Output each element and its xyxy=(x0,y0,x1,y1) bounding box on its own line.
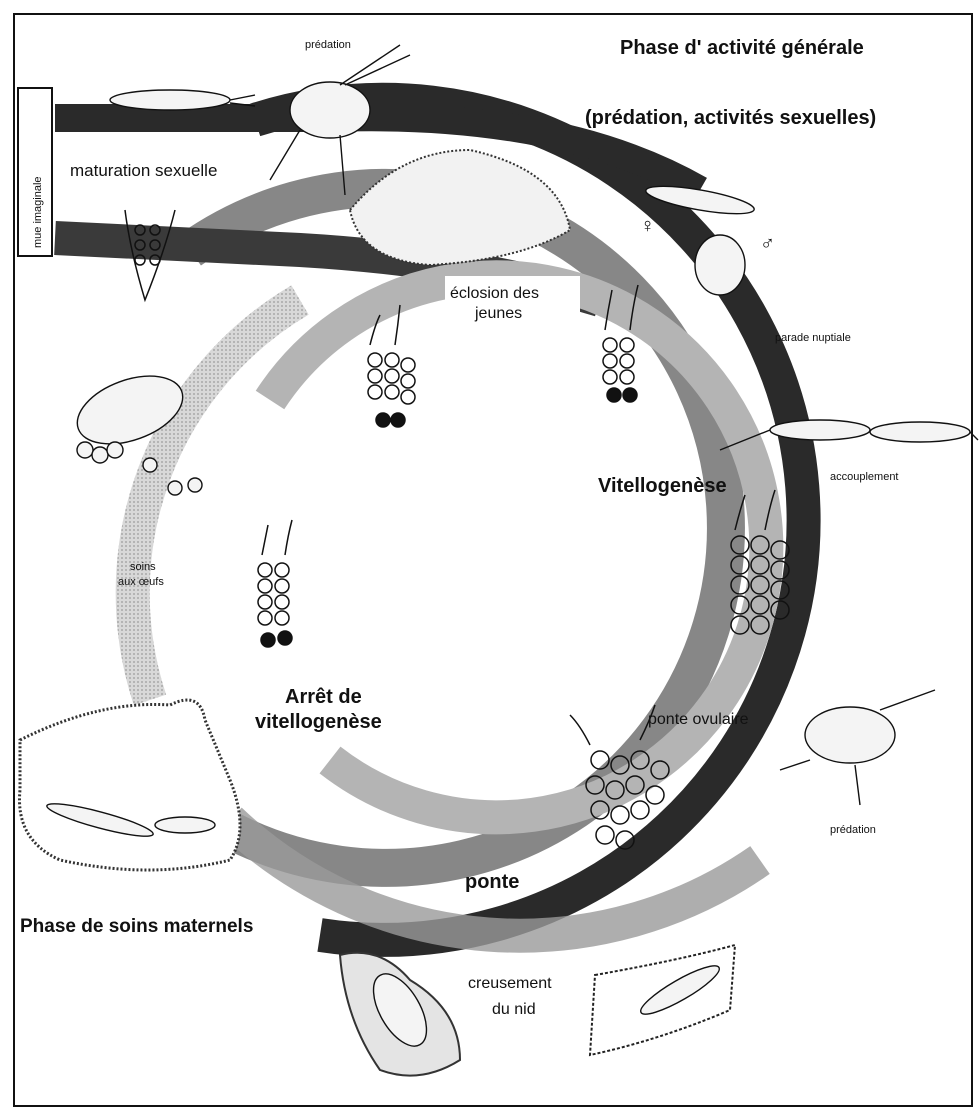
creusement-line2: du nid xyxy=(492,1001,536,1018)
predation-bottom-label: prédation xyxy=(830,824,876,836)
nest-chamber-left xyxy=(20,700,241,870)
mue-imaginale-label: mue imaginale xyxy=(32,176,44,248)
maturation-sexuelle-label: maturation sexuelle xyxy=(70,161,217,180)
eclosion-label-line2: jeunes xyxy=(474,305,522,322)
mue-imaginale-box: mue imaginale xyxy=(18,88,52,256)
female-symbol: ♀ xyxy=(640,215,655,237)
parade-nuptiale-label: parade nuptiale xyxy=(775,332,851,344)
creusement-line1: creusement xyxy=(468,975,552,992)
accouplement-label: accouplement xyxy=(830,471,899,483)
ponte-label: ponte xyxy=(465,871,519,893)
ponte-ovulaire-label: ponte ovulaire xyxy=(648,711,749,728)
phase-activite-title: Phase d' activité générale xyxy=(620,37,864,59)
predation-top-label: prédation xyxy=(305,39,351,51)
arret-vitellogenese-line2: vitellogenèse xyxy=(255,711,382,733)
soins-aux-oeufs-line1: soins xyxy=(130,561,156,573)
male-symbol: ♂ xyxy=(760,233,775,255)
eclosion-label-line1: éclosion des xyxy=(450,285,539,302)
phase-soins-label: Phase de soins maternels xyxy=(20,916,253,937)
vitellogenese-label: Vitellogenèse xyxy=(598,475,727,497)
soins-aux-oeufs-line2: aux œufs xyxy=(118,576,164,588)
phase-activite-subtitle: (prédation, activités sexuelles) xyxy=(585,107,876,129)
arret-vitellogenese-line1: Arrêt de xyxy=(285,686,362,708)
